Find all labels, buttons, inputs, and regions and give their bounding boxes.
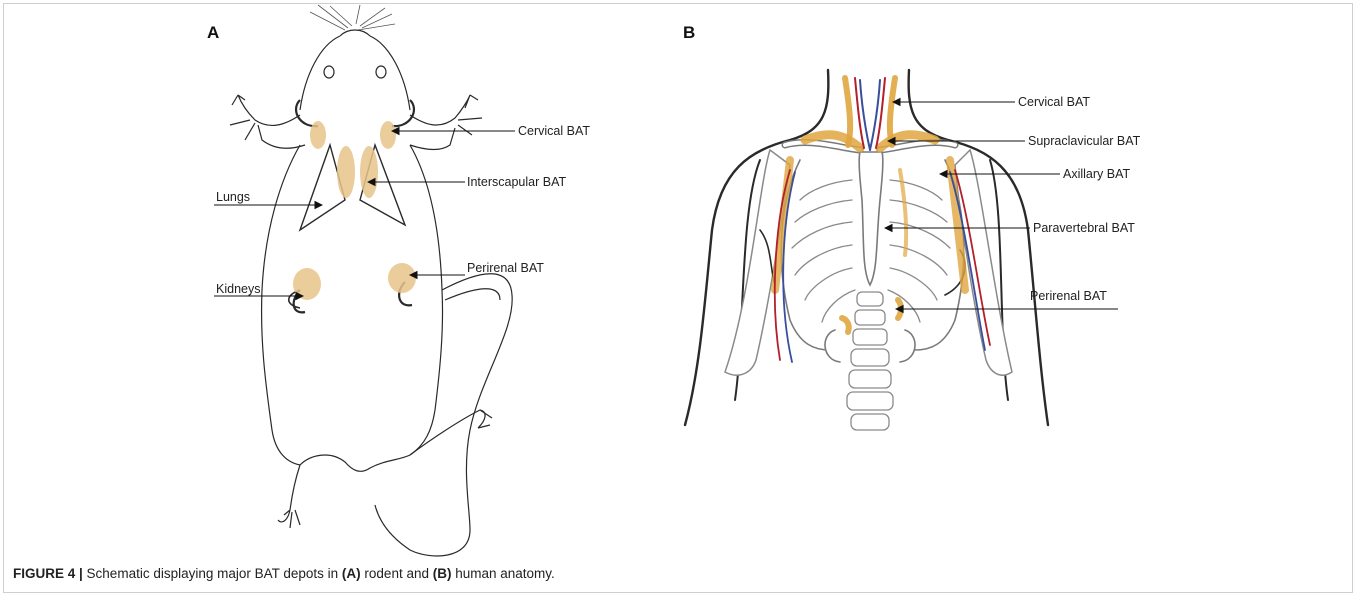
human-supraclavicular-bat-label: Supraclavicular BAT bbox=[1028, 134, 1140, 148]
rodent-kidneys-label: Kidneys bbox=[216, 282, 260, 296]
rodent-bat-depots bbox=[293, 121, 416, 300]
human-drawing bbox=[685, 70, 1048, 430]
caption-panel-b: (B) bbox=[433, 566, 452, 581]
rodent-perirenal-bat-label: Perirenal BAT bbox=[467, 261, 544, 275]
human-cervical-bat-label: Cervical BAT bbox=[1018, 95, 1090, 109]
human-axillary-bat-label: Axillary BAT bbox=[1063, 167, 1130, 181]
rodent-lungs-label: Lungs bbox=[216, 190, 250, 204]
rodent-drawing bbox=[230, 5, 512, 556]
rodent-interscapular-bat-label: Interscapular BAT bbox=[467, 175, 566, 189]
rodent-cervical-bat-label: Cervical BAT bbox=[518, 124, 590, 138]
panel-label-a: A bbox=[207, 23, 219, 43]
human-perirenal-bat-label: Perirenal BAT bbox=[1030, 289, 1107, 303]
panel-label-b: B bbox=[683, 23, 695, 43]
human-paravertebral-bat-label: Paravertebral BAT bbox=[1033, 221, 1135, 235]
caption-text-2: rodent and bbox=[361, 566, 433, 581]
caption-text-3: human anatomy. bbox=[451, 566, 554, 581]
figure-caption: FIGURE 4 | Schematic displaying major BA… bbox=[13, 566, 555, 581]
caption-panel-a: (A) bbox=[342, 566, 361, 581]
caption-figure-label: FIGURE 4 | bbox=[13, 566, 83, 581]
caption-text-1: Schematic displaying major BAT depots in bbox=[83, 566, 342, 581]
